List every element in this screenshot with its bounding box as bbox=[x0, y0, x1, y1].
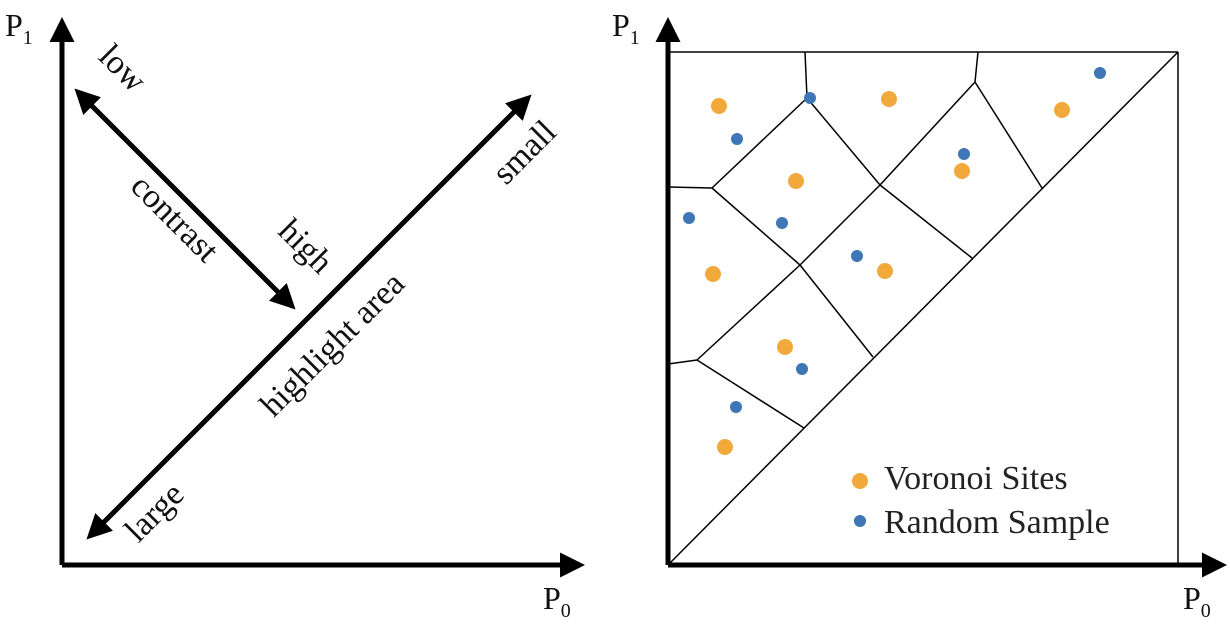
diagonal bbox=[667, 51, 1179, 566]
legend-random-marker bbox=[854, 515, 866, 527]
contrast-label: contrast bbox=[123, 167, 226, 270]
contrast-low-label: low bbox=[91, 37, 154, 100]
left-x-axis-label: P0 bbox=[543, 580, 571, 621]
voronoi-site bbox=[881, 91, 897, 107]
area-large-label: large bbox=[118, 476, 192, 550]
random-sample bbox=[730, 401, 742, 413]
domain-boundary bbox=[667, 51, 1179, 566]
left-panel: P1 P0 low contrast high small highlight … bbox=[5, 7, 585, 622]
voronoi-site bbox=[1054, 102, 1070, 118]
voronoi-site bbox=[788, 173, 804, 189]
voronoi-site bbox=[711, 98, 727, 114]
legend: Voronoi Sites Random Sample bbox=[852, 460, 1110, 541]
random-sample bbox=[731, 133, 743, 145]
highlight-area-arrow bbox=[86, 94, 532, 540]
contrast-arrow bbox=[74, 88, 296, 310]
random-sample bbox=[683, 212, 695, 224]
right-panel: P1 P0 bbox=[612, 7, 1227, 622]
random-sample bbox=[804, 92, 816, 104]
right-x-axis-label: P0 bbox=[1183, 580, 1211, 621]
right-y-axis-label: P1 bbox=[612, 7, 640, 49]
legend-random-label: Random Sample bbox=[884, 504, 1110, 541]
random-sample bbox=[796, 363, 808, 375]
voronoi-site bbox=[954, 163, 970, 179]
voronoi-site bbox=[877, 263, 893, 279]
legend-voronoi-label: Voronoi Sites bbox=[884, 460, 1068, 497]
random-samples bbox=[683, 67, 1106, 413]
voronoi-site bbox=[777, 339, 793, 355]
contrast-high-label: high bbox=[271, 212, 340, 281]
legend-voronoi-marker bbox=[852, 473, 868, 489]
left-y-axis-label: P1 bbox=[5, 7, 33, 49]
voronoi-edges bbox=[667, 51, 1043, 429]
area-small-label: small bbox=[485, 113, 563, 191]
random-sample bbox=[1094, 67, 1106, 79]
voronoi-site bbox=[705, 266, 721, 282]
voronoi-sites bbox=[705, 91, 1070, 455]
random-sample bbox=[958, 148, 970, 160]
voronoi-site bbox=[717, 439, 733, 455]
random-sample bbox=[776, 217, 788, 229]
random-sample bbox=[851, 250, 863, 262]
